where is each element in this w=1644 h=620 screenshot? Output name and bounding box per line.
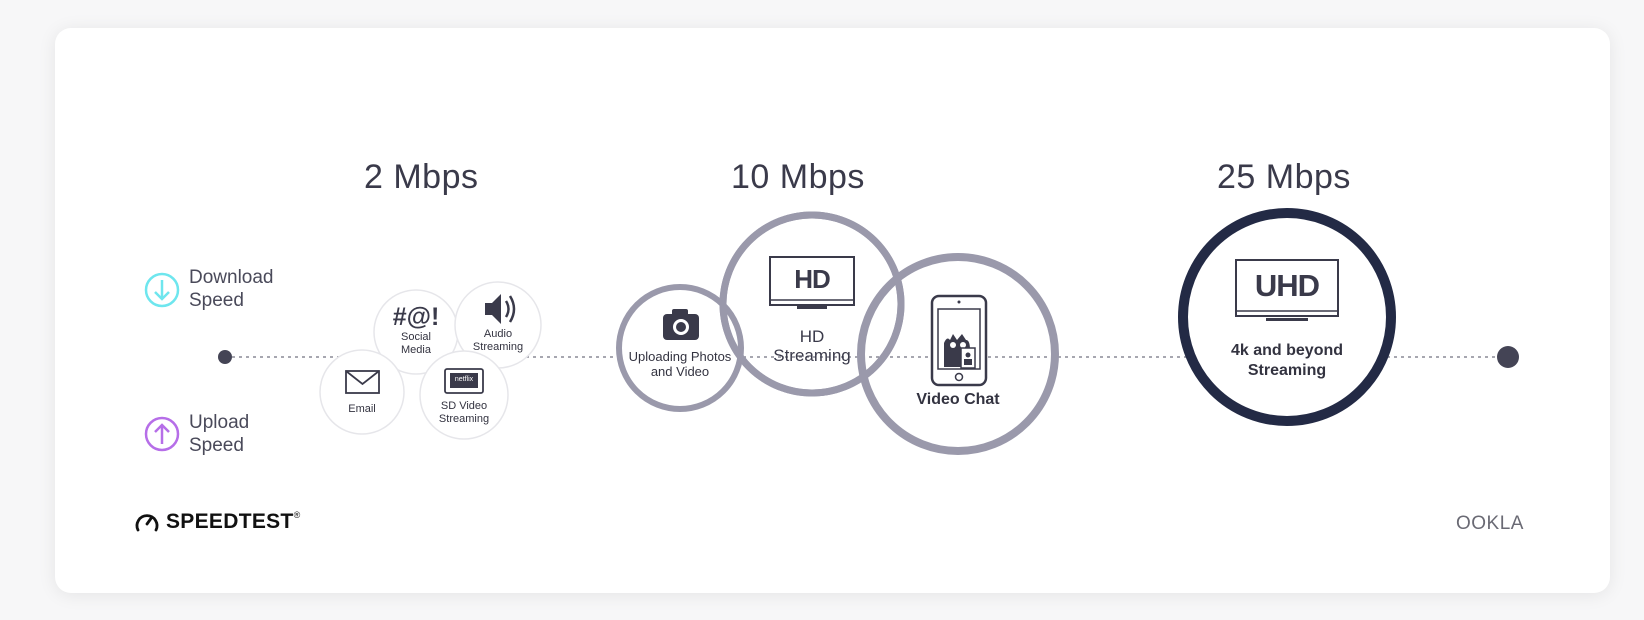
download-arrow-icon	[144, 272, 180, 308]
hd-streaming-overlap	[719, 211, 905, 397]
sd-video-circle	[419, 350, 509, 440]
sd-video-label: SD Video Streaming	[438, 400, 490, 425]
phone-icon	[930, 294, 988, 387]
email-circle	[319, 349, 405, 435]
social-media-symbol: #@!	[392, 303, 440, 331]
tier-25-speed: 25 Mbps	[1217, 158, 1351, 196]
photos-circle	[616, 284, 744, 412]
sd-badge: netflix	[454, 376, 474, 383]
speaker-icon	[485, 294, 516, 324]
speedtest-logo: SPEEDTEST®	[166, 510, 301, 533]
envelope-icon	[345, 370, 380, 394]
download-speed-label: Download Speed	[189, 267, 274, 311]
upload-arrow-icon	[144, 416, 180, 452]
uploading-photos-label: Uploading Photos and Video	[628, 349, 732, 379]
uhd-badge: UHD	[1254, 268, 1320, 303]
hd-tv-icon	[769, 256, 855, 309]
audio-streaming-label: Audio Streaming	[472, 328, 524, 353]
tier-2-speed: 2 Mbps	[364, 158, 479, 196]
email-label: Email	[348, 403, 376, 415]
tier-10-speed: 10 Mbps	[731, 158, 865, 196]
social-media-label: Social Media	[401, 331, 431, 356]
video-chat-circle	[857, 253, 1059, 455]
sd-tv-icon	[444, 368, 484, 394]
speedtest-gauge-icon	[135, 514, 159, 532]
hd-streaming-label: HD Streaming	[773, 327, 851, 365]
video-chat-label: Video Chat	[916, 391, 1000, 408]
hd-badge: HD	[794, 264, 831, 294]
uhd-tv-icon	[1235, 259, 1339, 321]
uhd-streaming-label: 4k and beyond Streaming	[1230, 342, 1344, 379]
upload-speed-label: Upload Speed	[189, 412, 250, 456]
baseline-start-dot	[218, 350, 232, 364]
camera-icon	[663, 309, 699, 340]
ookla-logo: OOKLA	[1456, 513, 1524, 534]
baseline-end-dot	[1497, 346, 1519, 368]
